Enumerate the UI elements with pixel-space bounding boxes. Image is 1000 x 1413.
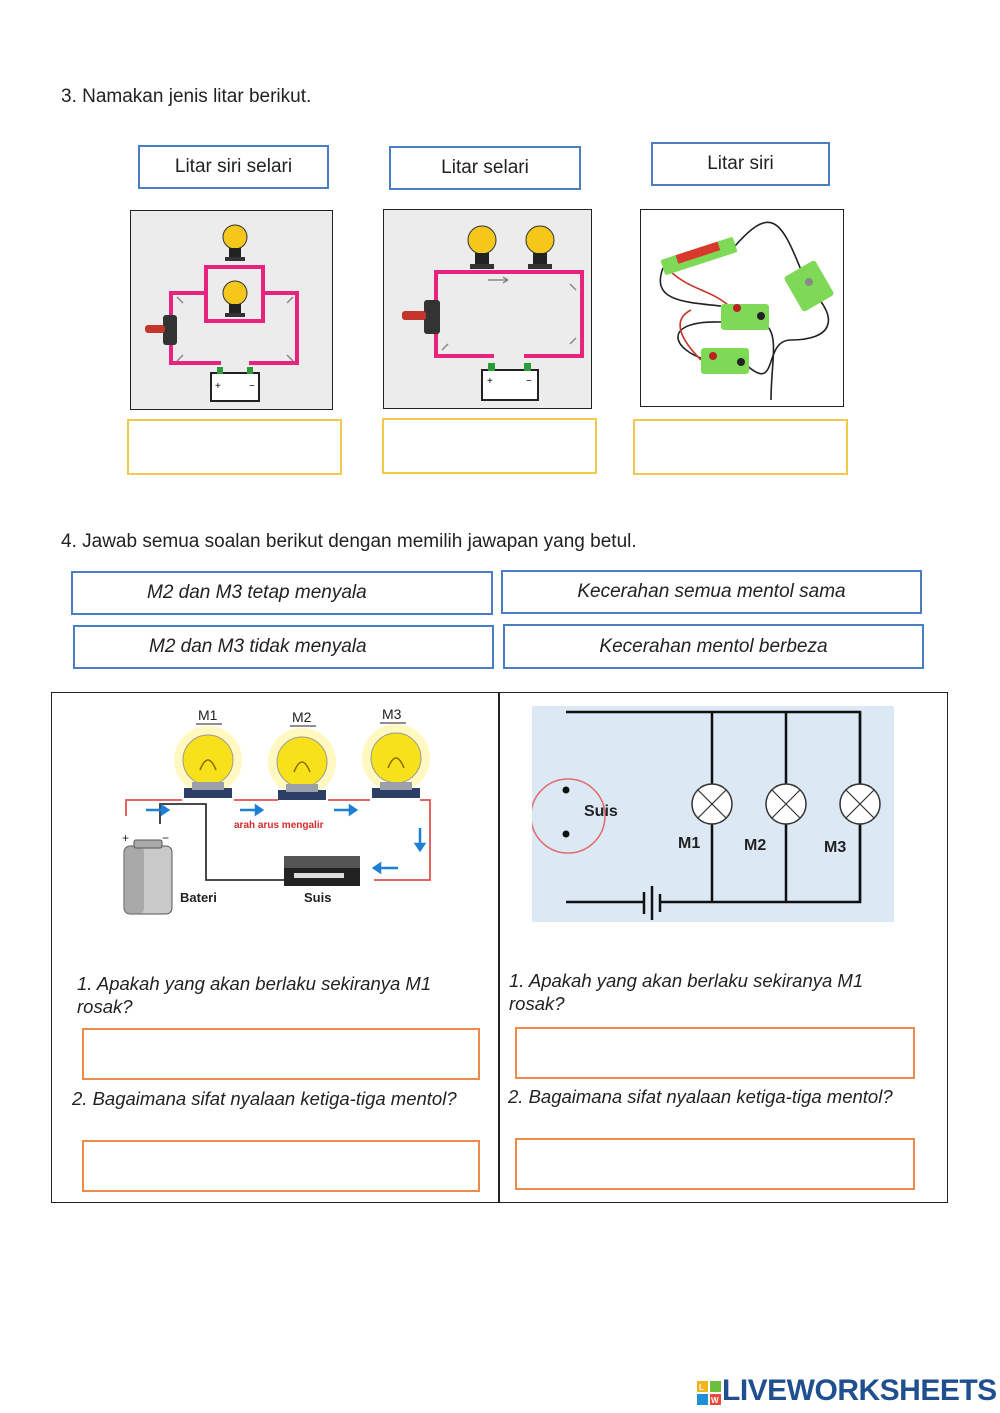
q4-option-tidak-menyala[interactable]: M2 dan M3 tidak menyala <box>73 625 494 669</box>
q3-answer-box-1[interactable] <box>127 419 342 475</box>
battery-icon: + − <box>210 367 260 402</box>
right-answer-box-1[interactable] <box>515 1027 915 1079</box>
bulb-icon <box>222 224 248 261</box>
q4-title: 4. Jawab semua soalan berikut dengan mem… <box>61 531 637 552</box>
q3-answer-box-3[interactable] <box>633 419 848 475</box>
switch-highlight-circle <box>532 778 606 854</box>
bulb-m2-icon <box>268 728 336 800</box>
left-question-2: 2. Bagaimana sifat nyalaan ketiga-tiga m… <box>72 1088 457 1109</box>
lamp-m3-icon <box>839 783 881 825</box>
liveworksheets-brand[interactable]: LIVEWORKSHEETS <box>722 1374 997 1407</box>
label-m3-right: M3 <box>824 839 846 856</box>
circuit-image-selari: + − <box>383 209 592 409</box>
svg-text:−: − <box>526 376 532 387</box>
label-suis-right: Suis <box>584 803 618 820</box>
current-arrow-icon <box>146 803 427 875</box>
svg-text:+: + <box>215 381 221 392</box>
svg-text:−: − <box>249 381 255 392</box>
left-answer-box-2[interactable] <box>82 1140 480 1192</box>
left-answer-box-1[interactable] <box>82 1028 480 1080</box>
q3-option-siri[interactable]: Litar siri <box>651 142 830 186</box>
label-m2: M2 <box>292 709 312 725</box>
q4-option-tetap-menyala[interactable]: M2 dan M3 tetap menyala <box>71 571 493 615</box>
right-answer-box-2[interactable] <box>515 1138 915 1190</box>
label-arah-arus: arah arus mengalir <box>234 820 324 831</box>
parallel-circuit-diagram: Suis M1 M2 M3 <box>532 706 894 922</box>
right-question-1: 1. Apakah yang akan berlaku sekiranya M1… <box>509 970 864 1014</box>
q4-option-kecerahan-berbeza[interactable]: Kecerahan mentol berbeza <box>503 624 924 669</box>
battery-icon: + − <box>481 363 539 401</box>
q3-title: 3. Namakan jenis litar berikut. <box>61 86 312 107</box>
lamp-m1-icon <box>691 783 733 825</box>
svg-text:W: W <box>711 1396 719 1405</box>
q3-answer-box-2[interactable] <box>382 418 597 474</box>
right-question-2: 2. Bagaimana sifat nyalaan ketiga-tiga m… <box>508 1086 893 1107</box>
circuit-diagram-1: + − <box>131 211 331 408</box>
q4-table-divider <box>498 692 500 1203</box>
label-m3: M3 <box>382 706 402 722</box>
label-suis: Suis <box>304 890 331 905</box>
bulb-m1-icon <box>174 726 242 798</box>
q3-option-siri-selari[interactable]: Litar siri selari <box>138 145 329 189</box>
label-minus: − <box>162 831 169 845</box>
label-bateri: Bateri <box>180 890 217 905</box>
circuit-photo-3 <box>641 210 842 405</box>
q4-option-kecerahan-sama[interactable]: Kecerahan semua mentol sama <box>501 570 922 614</box>
label-m1: M1 <box>198 707 218 723</box>
liveworksheets-logo-icon: L W <box>697 1381 721 1405</box>
bulb-m3-icon <box>362 724 430 798</box>
switch-icon <box>284 856 360 886</box>
bulb-icon <box>467 225 497 269</box>
label-m2-right: M2 <box>744 837 766 854</box>
svg-text:+: + <box>487 376 493 387</box>
label-m1-right: M1 <box>678 835 700 852</box>
bulb-icon <box>525 225 555 269</box>
lamp-m2-icon <box>765 783 807 825</box>
battery-symbol-icon <box>642 886 662 920</box>
battery-icon <box>123 839 173 915</box>
svg-text:L: L <box>699 1383 704 1392</box>
left-question-1: 1. Apakah yang akan berlaku sekiranya M1… <box>77 973 432 1017</box>
switch-icon <box>145 315 177 345</box>
series-circuit-diagram: M1 M2 M3 arah arus mengalir <box>122 706 431 915</box>
switch-icon <box>402 300 440 334</box>
circuit-image-siri-selari: + − <box>130 210 333 410</box>
bulb-icon <box>222 280 248 317</box>
circuit-image-siri <box>640 209 844 407</box>
label-plus: + <box>122 831 129 845</box>
circuit-diagram-2: + − <box>384 210 590 407</box>
q3-option-selari[interactable]: Litar selari <box>389 146 581 190</box>
